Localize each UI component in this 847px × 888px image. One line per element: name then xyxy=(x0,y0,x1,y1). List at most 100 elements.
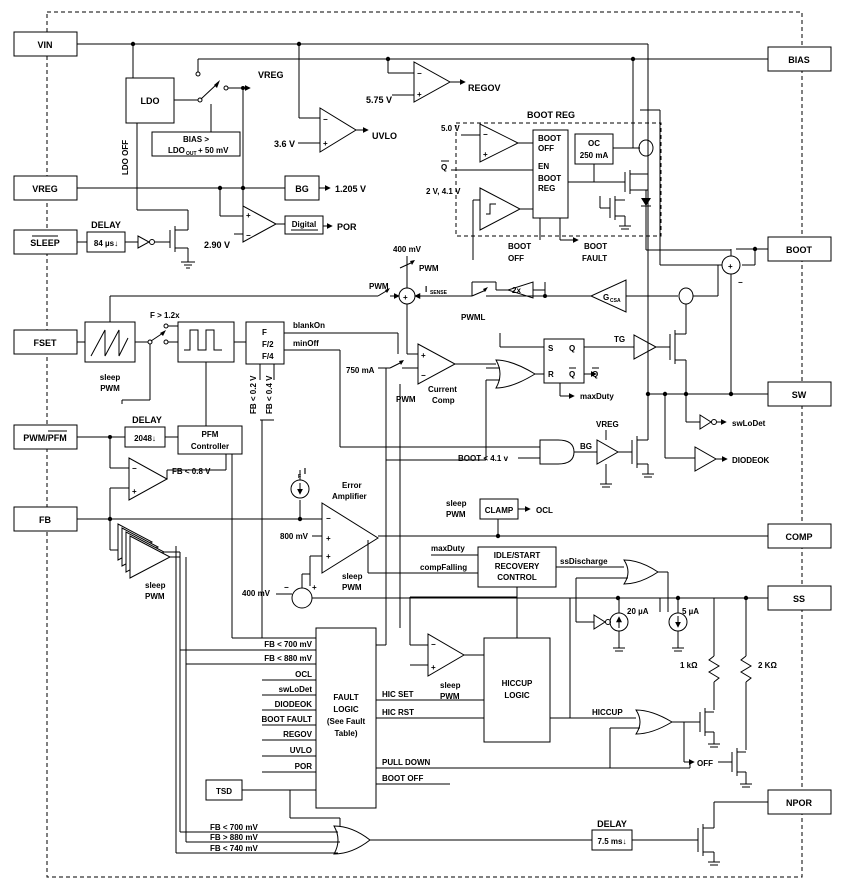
svg-text:BOOT: BOOT xyxy=(786,245,813,255)
pin-fb: FB xyxy=(13,506,78,532)
svg-text:2 KΩ: 2 KΩ xyxy=(758,661,777,670)
svg-text:POR: POR xyxy=(337,222,357,232)
svg-text:BOOT < 4.1 v: BOOT < 4.1 v xyxy=(458,454,509,463)
svg-text:−: − xyxy=(417,69,422,78)
svg-text:BOOT: BOOT xyxy=(538,134,561,143)
sw-node: swLoDet DIODEOK xyxy=(645,320,770,472)
svg-text:NPOR: NPOR xyxy=(786,798,813,808)
svg-text:PWM: PWM xyxy=(446,510,466,519)
svg-text:ssDischarge: ssDischarge xyxy=(560,557,608,566)
svg-text:−: − xyxy=(738,278,743,287)
regov-comparator: − + REGOV 5.75 V xyxy=(366,61,501,105)
svg-text:+: + xyxy=(326,552,331,561)
svg-text:2.90 V: 2.90 V xyxy=(204,240,230,250)
svg-text:Controller: Controller xyxy=(191,442,229,451)
svg-text:PWM: PWM xyxy=(100,384,120,393)
svg-text:+: + xyxy=(246,211,251,220)
svg-text:BG: BG xyxy=(580,442,592,451)
sr-latch: S R Q Q TG Q maxDuty xyxy=(499,333,634,401)
svg-text:250 mA: 250 mA xyxy=(580,151,609,160)
svg-text:G: G xyxy=(603,293,609,302)
fb-uv-comparator: − + FB < 0.8 V xyxy=(110,454,227,501)
svg-text:HICCUP: HICCUP xyxy=(592,708,623,717)
svg-text:BG: BG xyxy=(295,184,309,194)
svg-text:REGOV: REGOV xyxy=(468,83,501,93)
svg-text:CONTROL: CONTROL xyxy=(497,573,537,582)
svg-text:OCL: OCL xyxy=(536,506,553,515)
svg-text:swLoDet: swLoDet xyxy=(732,419,766,428)
svg-text:PWM: PWM xyxy=(145,592,165,601)
svg-text:BOOT REG: BOOT REG xyxy=(527,110,575,120)
pin-npor: NPOR xyxy=(767,789,832,815)
svg-text:−: − xyxy=(431,640,436,649)
svg-text:−: − xyxy=(483,130,488,139)
svg-text:sleep: sleep xyxy=(145,581,166,590)
svg-text:HIC SET: HIC SET xyxy=(382,690,414,699)
svg-text:minOff: minOff xyxy=(293,339,319,348)
svg-text:PWM: PWM xyxy=(440,692,460,701)
svg-text:I: I xyxy=(425,285,427,294)
svg-text:BOOT FAULT: BOOT FAULT xyxy=(261,715,312,724)
fault-logic: FAULT LOGIC (See Fault Table) FB < 700 m… xyxy=(180,536,690,809)
pin-boot: BOOT xyxy=(767,236,832,262)
svg-text:+: + xyxy=(323,139,328,148)
or-gate-reset xyxy=(386,359,536,461)
svg-text:DELAY: DELAY xyxy=(597,819,627,829)
ldo-block: LDO VREG BIAS > LDO OUT + 50 mV LDO OFF xyxy=(121,70,284,232)
svg-text:OFF: OFF xyxy=(508,254,524,263)
svg-text:PULL DOWN: PULL DOWN xyxy=(382,758,431,767)
svg-text:BOOT OFF: BOOT OFF xyxy=(382,774,423,783)
svg-text:FB < 880 mV: FB < 880 mV xyxy=(264,654,312,663)
svg-text:OFF: OFF xyxy=(538,144,554,153)
svg-text:HICCUP: HICCUP xyxy=(502,679,533,688)
svg-text:−: − xyxy=(246,231,251,240)
svg-text:Current: Current xyxy=(428,385,457,394)
boot-reg-block: BOOT REG BOOT OFF EN BOOT REG OC 250 mA xyxy=(455,110,662,250)
resistors: 1 kΩ 2 KΩ xyxy=(680,598,777,750)
svg-text:PWM: PWM xyxy=(342,583,362,592)
svg-text:TSD: TSD xyxy=(216,787,232,796)
svg-text:F/4: F/4 xyxy=(262,352,274,361)
svg-text:SENSE: SENSE xyxy=(430,290,448,296)
svg-text:Error: Error xyxy=(342,481,362,490)
svg-text:HIC RST: HIC RST xyxy=(382,708,414,717)
pin-fset: FSET xyxy=(13,329,78,355)
current-sense: 400 mV PWM + PWM I SENSE PWML 2x G CSA xyxy=(109,245,719,322)
svg-text:CSA: CSA xyxy=(610,298,621,304)
pulldown-fets xyxy=(689,708,752,788)
svg-text:750 mA: 750 mA xyxy=(346,366,375,375)
svg-text:LDO: LDO xyxy=(141,96,160,106)
or-gate-ss xyxy=(575,559,669,630)
pin-ss: SS xyxy=(767,585,832,611)
svg-text:FSET: FSET xyxy=(33,338,57,348)
svg-text:OUT: OUT xyxy=(186,151,197,157)
svg-text:sleep: sleep xyxy=(446,499,467,508)
svg-text:1 kΩ: 1 kΩ xyxy=(680,661,698,670)
por-comparator: + − 2.90 V Digital POR xyxy=(204,205,357,250)
bias-rail xyxy=(195,56,768,148)
npor-path: FB < 700 mV FB > 880 mV FB < 740 mV DELA… xyxy=(176,801,768,866)
svg-text:5 µA: 5 µA xyxy=(682,607,699,616)
svg-text:REG: REG xyxy=(538,184,555,193)
svg-text:DELAY: DELAY xyxy=(91,220,121,230)
svg-text:+: + xyxy=(421,351,426,360)
svg-text:PWM/PFM: PWM/PFM xyxy=(23,433,67,443)
and-gate-bg: BOOT < 4.1 v xyxy=(458,439,575,465)
boot-node: + − xyxy=(640,109,768,394)
svg-text:+: + xyxy=(417,90,422,99)
svg-text:LDO: LDO xyxy=(168,146,185,155)
svg-text:+: + xyxy=(728,262,733,271)
stacked-comparators: sleep PWM xyxy=(117,523,187,853)
svg-text:VREG: VREG xyxy=(258,70,284,80)
svg-text:2048↓: 2048↓ xyxy=(134,434,156,443)
svg-text:maxDuty: maxDuty xyxy=(580,392,614,401)
svg-text:COMP: COMP xyxy=(786,532,813,542)
svg-text:SS: SS xyxy=(793,594,805,604)
svg-text:Digital: Digital xyxy=(292,220,316,229)
svg-text:maxDuty: maxDuty xyxy=(431,544,465,553)
svg-text:RECOVERY: RECOVERY xyxy=(495,562,540,571)
svg-text:S: S xyxy=(548,344,554,353)
low-side-fet: VREG BG xyxy=(574,394,654,488)
ss-node: 20 µA 5 µA xyxy=(312,595,768,652)
boot-reg-comparators: 5.0 V − + Q 2 V, 4.1 V BOOT OFF BOOT FAU… xyxy=(426,123,607,263)
